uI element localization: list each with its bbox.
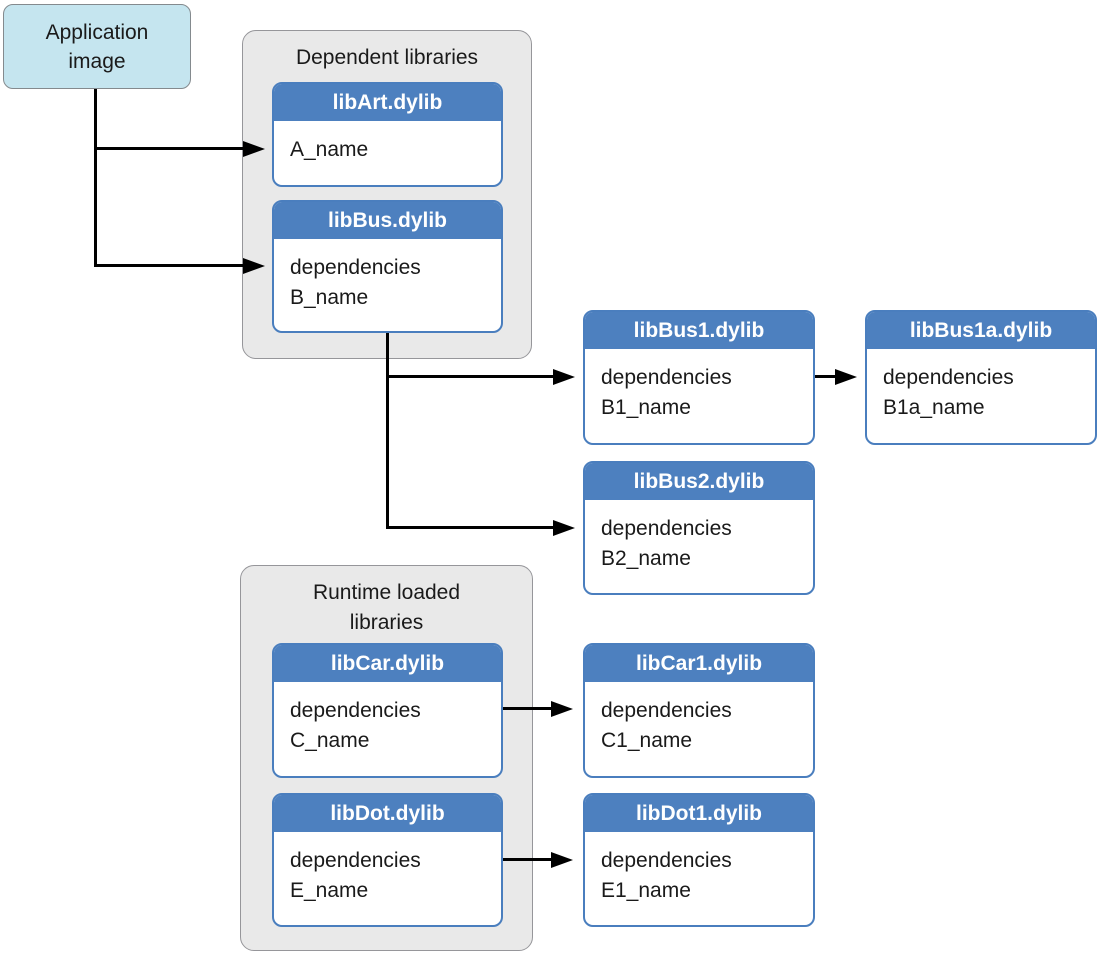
card-libbus1a: libBus1a.dylib dependencies B1a_name bbox=[865, 310, 1097, 445]
arrowhead-app-to-libart bbox=[243, 141, 265, 157]
card-libbus-title: libBus.dylib bbox=[274, 202, 501, 242]
connector-libdot-to-libdot1 bbox=[503, 858, 551, 861]
card-libdot-body: dependencies E_name bbox=[274, 835, 501, 906]
application-image-box: Application image bbox=[3, 4, 191, 89]
card-libdot1-field: E1_name bbox=[601, 879, 691, 902]
card-libbus1a-field: dependencies bbox=[883, 366, 1014, 389]
connector-libcar-to-libcar1 bbox=[503, 707, 551, 710]
card-libart-field: A_name bbox=[290, 138, 369, 161]
arrowhead-libcar-to-libcar1 bbox=[551, 701, 573, 717]
card-libbus1a-field: B1a_name bbox=[883, 396, 985, 419]
card-libbus2-body: dependencies B2_name bbox=[585, 503, 813, 574]
card-libbus: libBus.dylib dependencies B_name bbox=[272, 200, 503, 333]
arrowhead-app-to-libbus bbox=[243, 258, 265, 274]
card-libbus2-field: B2_name bbox=[601, 547, 691, 570]
card-libbus1a-title: libBus1a.dylib bbox=[867, 312, 1095, 352]
card-libbus1-body: dependencies B1_name bbox=[585, 352, 813, 423]
card-libdot-title: libDot.dylib bbox=[274, 795, 501, 835]
card-libbus2: libBus2.dylib dependencies B2_name bbox=[583, 461, 815, 595]
card-libcar-field: dependencies bbox=[290, 699, 421, 722]
card-libcar1-body: dependencies C1_name bbox=[585, 685, 813, 756]
connector-app-to-libbus bbox=[94, 264, 243, 267]
card-libdot1: libDot1.dylib dependencies E1_name bbox=[583, 793, 815, 927]
arrowhead-libdot-to-libdot1 bbox=[551, 852, 573, 868]
card-libart-title: libArt.dylib bbox=[274, 84, 501, 124]
arrowhead-libbus-to-libbus1 bbox=[553, 369, 575, 385]
card-libcar-title: libCar.dylib bbox=[274, 645, 501, 685]
connector-app-trunk bbox=[94, 89, 97, 267]
card-libdot-field: E_name bbox=[290, 879, 369, 902]
card-libbus1: libBus1.dylib dependencies B1_name bbox=[583, 310, 815, 445]
connector-libbus-trunk bbox=[386, 333, 389, 529]
card-libbus-field: dependencies bbox=[290, 256, 421, 279]
card-libcar1-title: libCar1.dylib bbox=[585, 645, 813, 685]
group-title-runtime-loaded-libraries: Runtime loaded libraries bbox=[312, 581, 461, 634]
card-libbus1a-body: dependencies B1a_name bbox=[867, 352, 1095, 423]
card-libdot: libDot.dylib dependencies E_name bbox=[272, 793, 503, 927]
card-libbus1-title: libBus1.dylib bbox=[585, 312, 813, 352]
card-libbus2-title: libBus2.dylib bbox=[585, 463, 813, 503]
card-libcar-field: C_name bbox=[290, 729, 370, 752]
card-libdot-field: dependencies bbox=[290, 849, 421, 872]
arrowhead-libbus1-to-libbus1a bbox=[835, 369, 857, 385]
card-libart: libArt.dylib A_name bbox=[272, 82, 503, 187]
card-libbus-field: B_name bbox=[290, 286, 369, 309]
connector-libbus1-to-libbus1a bbox=[815, 375, 835, 378]
arrowhead-libbus-to-libbus2 bbox=[553, 520, 575, 536]
card-libbus2-field: dependencies bbox=[601, 517, 732, 540]
card-libcar: libCar.dylib dependencies C_name bbox=[272, 643, 503, 778]
card-libbus1-field: B1_name bbox=[601, 396, 691, 419]
card-libdot1-title: libDot1.dylib bbox=[585, 795, 813, 835]
card-libdot1-field: dependencies bbox=[601, 849, 732, 872]
connector-app-to-libart bbox=[94, 147, 243, 150]
card-libart-body: A_name bbox=[274, 124, 501, 165]
application-image-label: Application image bbox=[45, 20, 149, 73]
card-libcar1-field: dependencies bbox=[601, 699, 732, 722]
group-title-dependent-libraries: Dependent libraries bbox=[295, 46, 479, 69]
connector-libbus-to-libbus1 bbox=[386, 375, 553, 378]
card-libcar1-field: C1_name bbox=[601, 729, 693, 752]
card-libbus1-field: dependencies bbox=[601, 366, 732, 389]
card-libcar1: libCar1.dylib dependencies C1_name bbox=[583, 643, 815, 778]
card-libbus-body: dependencies B_name bbox=[274, 242, 501, 313]
card-libdot1-body: dependencies E1_name bbox=[585, 835, 813, 906]
card-libcar-body: dependencies C_name bbox=[274, 685, 501, 756]
connector-libbus-to-libbus2 bbox=[386, 526, 553, 529]
